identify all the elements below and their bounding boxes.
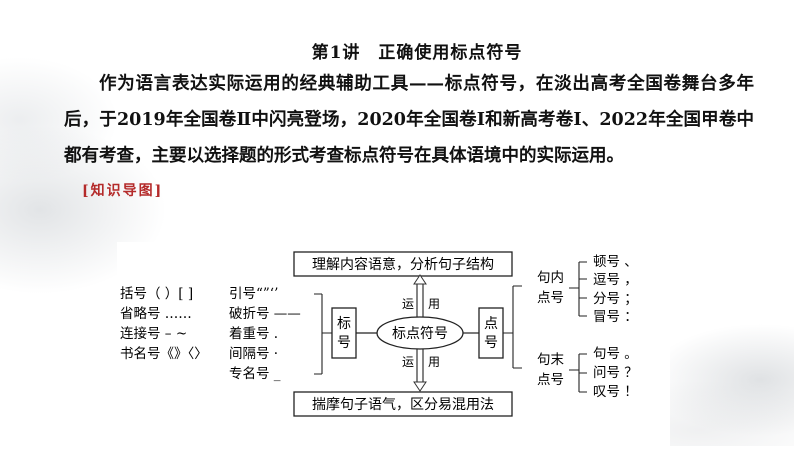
page-title: 第1讲 正确使用标点符号: [311, 43, 523, 63]
inner-group-char-2: 点号: [537, 290, 564, 306]
outer-item-4: 书名号《》〈〉: [120, 346, 208, 362]
inner-item-5: 专名号 _: [229, 366, 281, 382]
left-node-char-2: 号: [337, 335, 351, 351]
intro-paragraph: 作为语言表达实际运用的经典辅助工具——标点符号，在淡出高考全国卷舞台多年后，于2…: [64, 74, 754, 166]
inner-item-3: 着重号 .: [229, 325, 278, 342]
down-arrow-label-right: 用: [428, 355, 440, 369]
end-group-char-1: 句末: [537, 352, 565, 368]
right-node-box: [478, 307, 504, 359]
up-arrow: [413, 274, 427, 317]
inner-item-2: 破折号 ——: [229, 306, 301, 322]
inner-item-1: 引号“”‘’: [229, 286, 278, 302]
center-text: 标点符号: [392, 326, 448, 342]
knowledge-map-panel: 理解内容语意，分析句子结构 揣摩句子语气，区分易混用法 运 用 运 用 标点符号…: [117, 242, 670, 446]
right-node-char-2: 号: [484, 335, 498, 351]
down-arrow-label-left: 运: [402, 355, 414, 369]
inner-item-dunhao: 顿号 、: [593, 254, 638, 270]
outer-item-1: 括号（ ）[ ]: [120, 286, 193, 302]
up-arrow-label-left: 运: [402, 297, 414, 311]
end-group-char-2: 点号: [537, 372, 564, 388]
bottom-box-text: 揣摩句子语气，区分易混用法: [312, 396, 494, 413]
up-arrow-label-right: 用: [428, 297, 440, 311]
inner-item-fenhao: 分号 ；: [593, 291, 638, 307]
down-arrow: [413, 349, 427, 392]
inner-item-douhao: 逗号 ，: [593, 272, 638, 288]
outer-item-3: 连接号 – ~: [120, 325, 187, 342]
right-node-char-1: 点: [484, 316, 498, 332]
inner-group-char-1: 句内: [537, 270, 564, 286]
inner-item-4: 间隔号 ·: [229, 346, 278, 362]
left-node-char-1: 标: [337, 316, 351, 332]
top-box: [293, 251, 513, 277]
outer-item-2: 省略号 ……: [120, 306, 192, 322]
end-item-wenhao: 问号 ？: [593, 365, 638, 381]
section-tag: [知识导图]: [82, 183, 164, 199]
end-item-tanhao: 叹号 ！: [593, 384, 638, 400]
top-box-text: 理解内容语意，分析句子结构: [312, 256, 494, 273]
end-item-juhao: 句号 。: [593, 346, 638, 362]
knowledge-map-diagram: 理解内容语意，分析句子结构 揣摩句子语气，区分易混用法 运 用 运 用 标点符号…: [120, 251, 638, 417]
bottom-box: [293, 391, 513, 417]
inner-item-maohao: 冒号 ：: [593, 309, 638, 325]
